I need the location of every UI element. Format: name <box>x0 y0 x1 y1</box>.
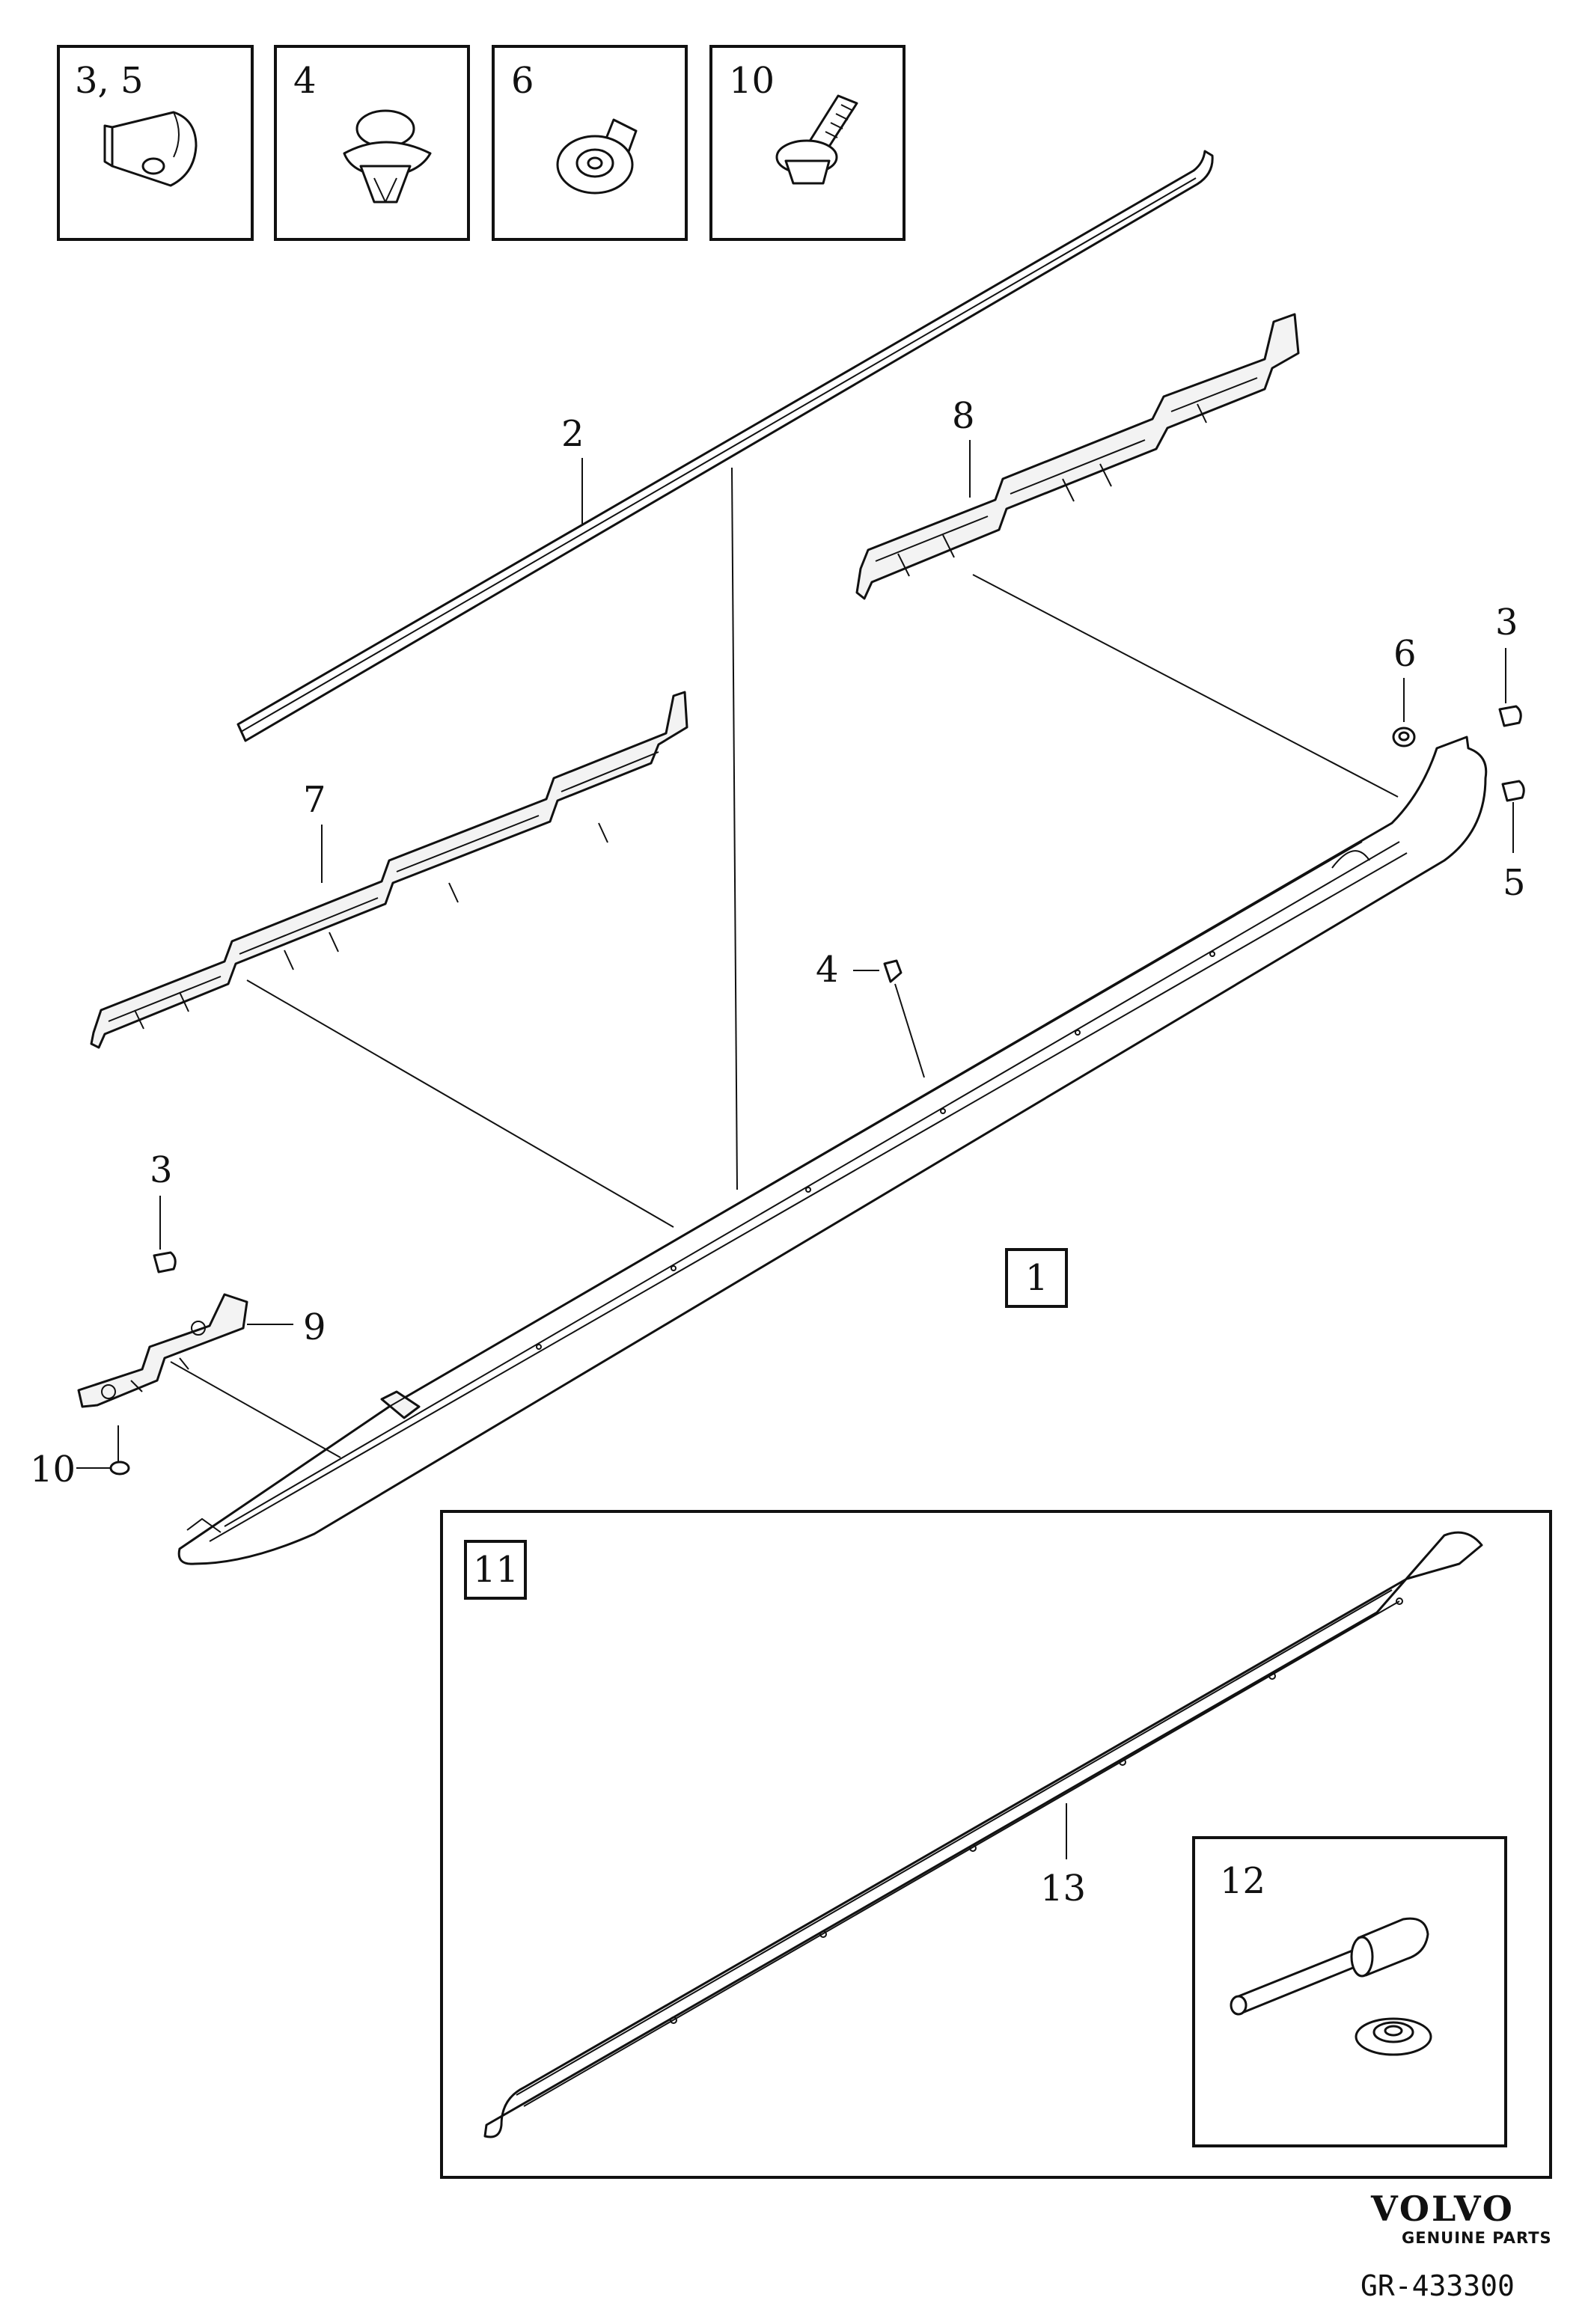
callout-1: 1 <box>1025 1257 1048 1299</box>
callout-12: 12 <box>1220 1860 1265 1902</box>
clip-small-icon <box>1498 705 1522 727</box>
callout-6: 6 <box>1393 633 1417 675</box>
inset-box-10: 10 <box>709 45 906 241</box>
callout-11: 11 <box>473 1549 519 1591</box>
callout-8: 8 <box>952 395 975 437</box>
grommet-icon <box>556 118 638 195</box>
inset-label-10: 10 <box>729 60 775 102</box>
washer-icon <box>1355 2017 1432 2056</box>
callout-3-right: 3 <box>1495 602 1518 643</box>
inset-label-3-5: 3, 5 <box>75 60 144 102</box>
callout-5: 5 <box>1503 862 1526 904</box>
inset-box-4: 4 <box>274 45 470 241</box>
bolt-small-icon <box>109 1425 130 1476</box>
main-sill-assembly <box>177 736 1488 1565</box>
inset-box-6: 6 <box>492 45 688 241</box>
inset-label-4: 4 <box>293 60 317 102</box>
inset-label-6: 6 <box>511 60 534 102</box>
sill-molding-strip <box>236 150 1214 742</box>
diagram-reference: GR-433300 <box>1361 2269 1515 2302</box>
bracket-left <box>90 691 688 1049</box>
clip-small-icon <box>1501 780 1525 802</box>
callout-1-box: 1 <box>1005 1248 1068 1308</box>
brand-tagline: GENUINE PARTS <box>1402 2229 1552 2247</box>
push-rivet-icon <box>343 109 432 204</box>
callout-10: 10 <box>30 1449 76 1490</box>
bracket-small <box>77 1293 248 1408</box>
grommet-small-icon <box>1392 727 1416 747</box>
callout-3-left: 3 <box>150 1149 173 1191</box>
blind-rivet-icon <box>1230 1917 1429 2016</box>
clip-small-icon <box>153 1251 177 1273</box>
push-rivet-small-icon <box>883 959 903 983</box>
callout-2: 2 <box>561 413 584 455</box>
bolt-icon <box>775 94 858 185</box>
inner-panel <box>483 1531 1483 2138</box>
inset-box-3-5: 3, 5 <box>57 45 254 241</box>
callout-9: 9 <box>303 1306 326 1348</box>
callout-7: 7 <box>303 779 326 821</box>
callout-4: 4 <box>816 949 839 991</box>
callout-13: 13 <box>1040 1868 1086 1909</box>
bracket-right <box>855 313 1300 600</box>
brand-logo: VOLVO <box>1370 2189 1515 2229</box>
clip-icon <box>103 111 198 187</box>
kit-box-11: 11 13 12 <box>440 1510 1552 2179</box>
